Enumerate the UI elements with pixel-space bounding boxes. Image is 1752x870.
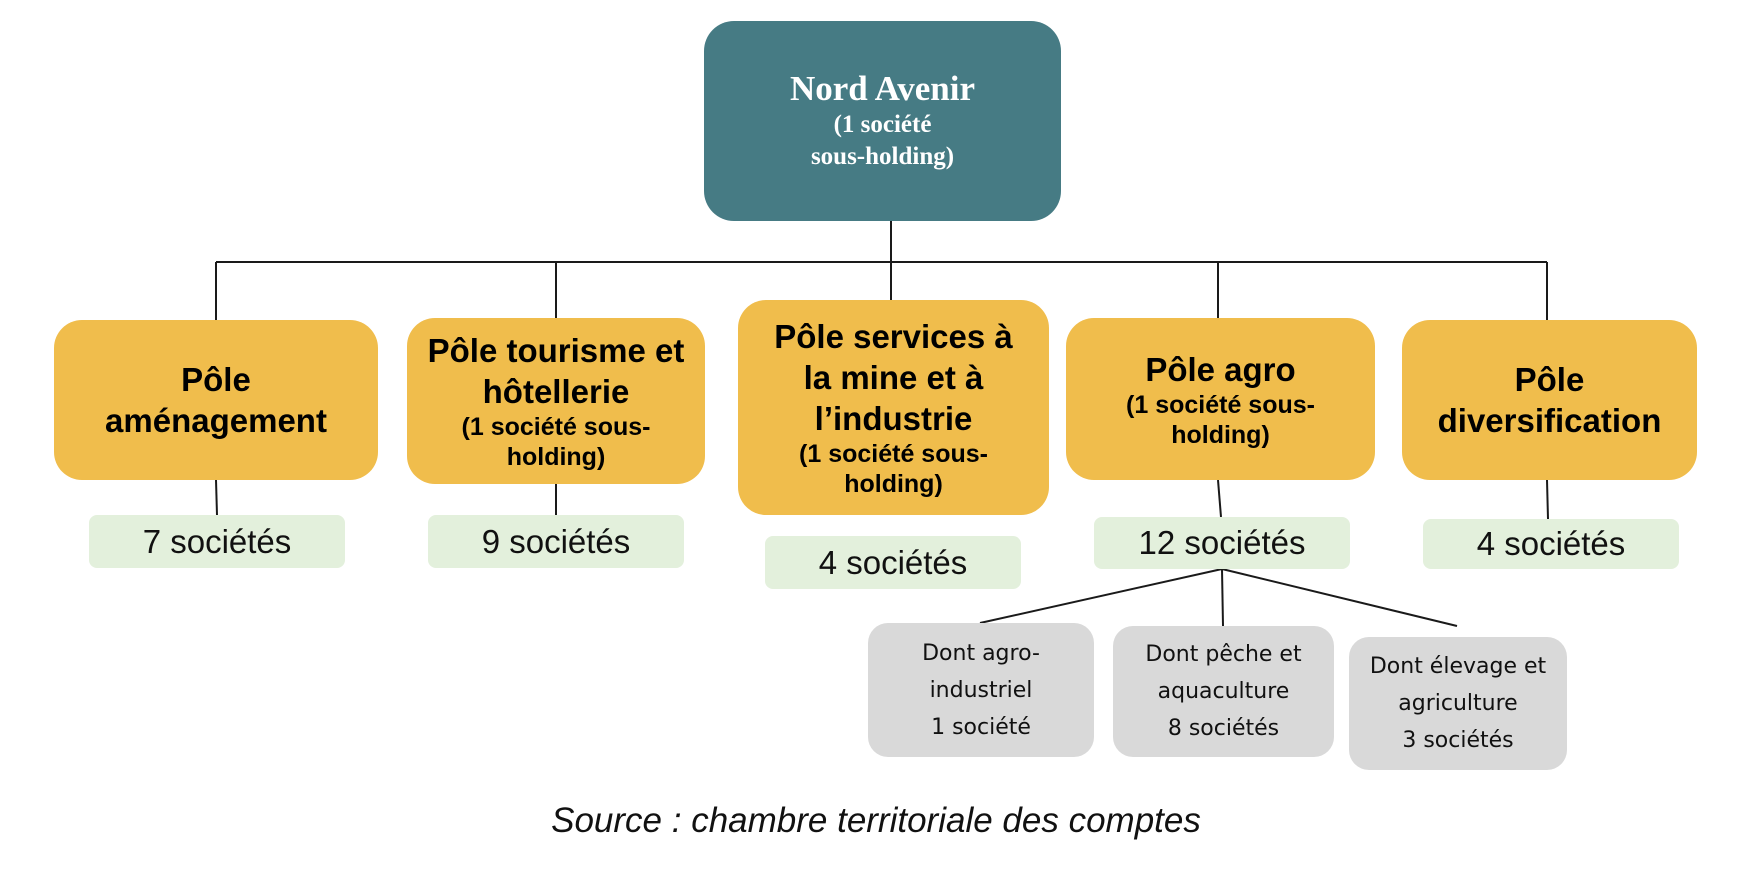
pole-title-line: aménagement (105, 402, 327, 439)
pole-title-line: la mine et à (803, 359, 984, 396)
pole-tourisme-hotellerie: Pôle tourisme et hôtellerie (1 société s… (407, 318, 705, 484)
breakdown-line: Dont pêche et (1145, 642, 1302, 667)
count-label: 4 sociétés (818, 543, 968, 581)
connector-breakdown-3 (1221, 568, 1458, 627)
count-tourisme-hotellerie: 9 sociétés (428, 515, 684, 568)
pole-title-line: Pôle (181, 361, 251, 398)
pole-title-line: Pôle tourisme et (427, 332, 685, 369)
breakdown-line: 1 société (931, 714, 1031, 740)
connector-breakdown-1 (979, 568, 1223, 624)
pole-title-line: Pôle services à (774, 318, 1013, 355)
count-agro: 12 sociétés (1094, 517, 1350, 569)
pole-subtitle-line: (1 société sous- (461, 413, 651, 441)
pole-services-mine-industrie: Pôle services à la mine et à l’industrie… (738, 300, 1049, 515)
root-subtitle-line: (1 société (833, 111, 932, 138)
root-subtitle-line: sous-holding) (810, 143, 955, 170)
pole-title-line: Pôle agro (1145, 350, 1296, 388)
pole-subtitle-line: (1 société sous- (1126, 390, 1315, 419)
pole-subtitle-line: holding) (506, 443, 606, 471)
count-label: 4 sociétés (1476, 525, 1626, 562)
count-label: 12 sociétés (1138, 524, 1306, 561)
connector-count-agro (1217, 479, 1222, 518)
pole-subtitle-line: holding) (844, 470, 943, 498)
pole-agro: Pôle agro (1 société sous- holding) (1066, 318, 1375, 480)
agro-breakdown-elevage-agriculture: Dont élevage et agriculture 3 sociétés (1349, 637, 1567, 770)
agro-breakdown-agro-industriel: Dont agro- industriel 1 société (868, 623, 1094, 757)
connector-count-amenagement (215, 479, 218, 516)
pole-amenagement: Pôle aménagement (54, 320, 378, 480)
breakdown-line: industriel (929, 677, 1033, 703)
root-title: Nord Avenir (789, 69, 976, 108)
agro-breakdown-peche-aquaculture: Dont pêche et aquaculture 8 sociétés (1113, 626, 1334, 757)
connector-count-diversification (1546, 479, 1549, 520)
pole-diversification: Pôle diversification (1402, 320, 1697, 480)
breakdown-line: 8 sociétés (1167, 716, 1280, 741)
root-node-nord-avenir: Nord Avenir (1 société sous-holding) (704, 21, 1061, 221)
breakdown-line: agriculture (1398, 691, 1518, 716)
breakdown-line: Dont élevage et (1369, 654, 1547, 679)
source-caption: Source : chambre territoriale des compte… (551, 801, 1201, 840)
breakdown-line: Dont agro- (922, 640, 1040, 666)
count-label: 7 sociétés (142, 522, 292, 560)
count-services-mine-industrie: 4 sociétés (765, 536, 1021, 589)
count-label: 9 sociétés (481, 522, 631, 560)
pole-title-line: hôtellerie (482, 373, 630, 410)
pole-title-line: l’industrie (814, 400, 973, 437)
count-diversification: 4 sociétés (1423, 519, 1679, 569)
pole-subtitle-line: (1 société sous- (799, 440, 988, 468)
pole-title-line: Pôle (1514, 361, 1585, 398)
connector-breakdown-2 (1221, 568, 1224, 627)
breakdown-line: aquaculture (1157, 679, 1290, 704)
breakdown-line: 3 sociétés (1402, 728, 1514, 753)
pole-title-line: diversification (1437, 402, 1662, 439)
count-amenagement: 7 sociétés (89, 515, 345, 568)
pole-subtitle-line: holding) (1171, 420, 1270, 449)
